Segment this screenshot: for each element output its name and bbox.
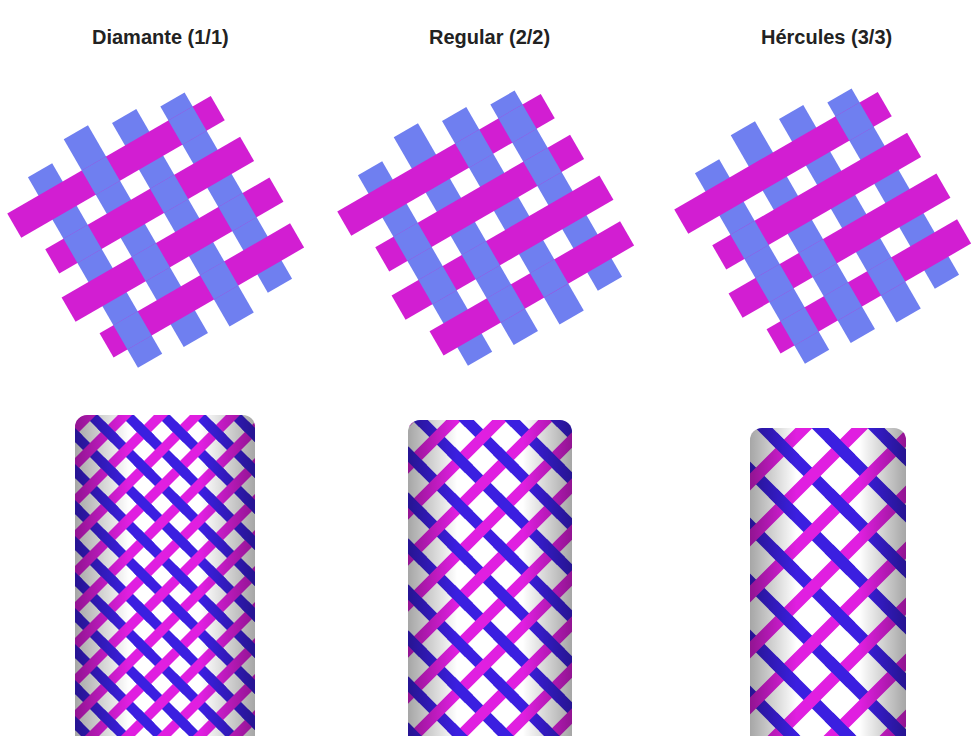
braided-tube (75, 415, 255, 736)
twill-weave (319, 58, 654, 393)
plain-weave (0, 60, 324, 395)
column-title: Diamante (1/1) (92, 26, 229, 49)
column-title: Hércules (3/3) (761, 26, 892, 49)
braided-tube (408, 420, 572, 736)
column-title: Regular (2/2) (429, 26, 550, 49)
braided-tube (750, 428, 906, 736)
hercules-weave (656, 56, 976, 391)
